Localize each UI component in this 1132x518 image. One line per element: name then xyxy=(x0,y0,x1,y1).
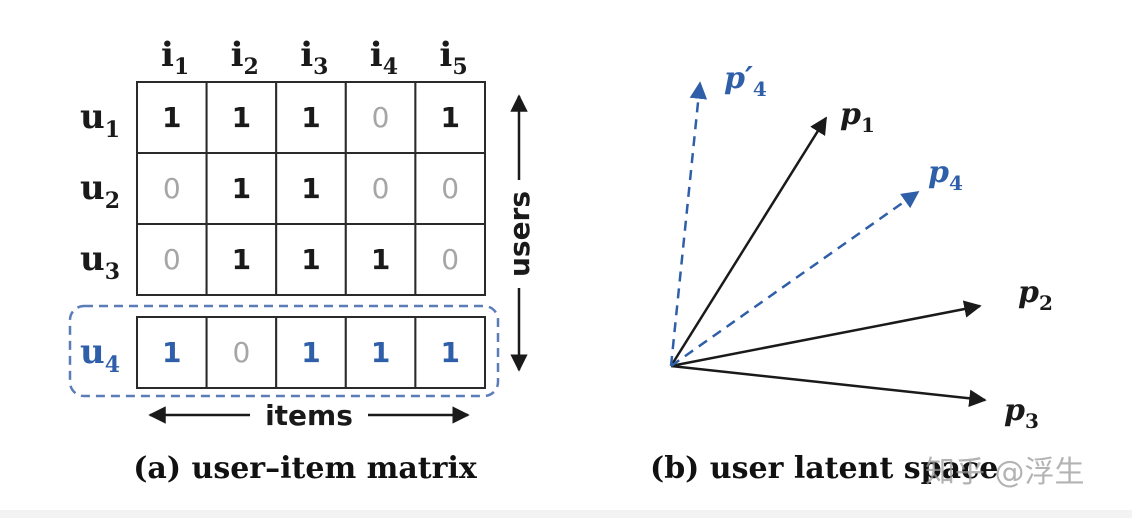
matrix-cell-value: 0 xyxy=(372,101,390,134)
matrix-cell-value: 1 xyxy=(301,172,320,205)
matrix-cell-value: 1 xyxy=(301,243,320,276)
caption-a: (a) user–item matrix xyxy=(133,451,478,486)
column-header: i5 xyxy=(439,35,467,80)
row-header-sub: 3 xyxy=(105,259,120,285)
column-header: i2 xyxy=(231,35,259,80)
matrix-cells: 1 1 1 0 1 0 1 1 0 0 0 1 1 1 0 1 0 1 1 1 xyxy=(136,81,486,389)
row-header-base: u xyxy=(80,239,105,279)
column-header-sub: 5 xyxy=(452,54,467,80)
column-header-sub: 4 xyxy=(383,54,398,80)
row-header-sub: 1 xyxy=(105,117,120,143)
matrix-cell-value: 1 xyxy=(162,336,181,369)
row-header: u4 xyxy=(80,332,120,378)
column-header-base: i xyxy=(439,35,452,75)
latent-vectors xyxy=(669,81,987,408)
row-header-base: u xyxy=(80,332,105,372)
vector-p1-arrow xyxy=(669,116,828,367)
matrix-cell xyxy=(275,316,347,389)
matrix-cell-value: 1 xyxy=(440,336,459,369)
matrix-cell-value: 0 xyxy=(163,243,181,276)
vector-p3-label: p3 xyxy=(1004,393,1039,433)
vector-p4-label: p4 xyxy=(928,155,963,195)
vector-p3-arrow xyxy=(670,364,987,408)
matrix-cell-value: 1 xyxy=(371,336,390,369)
row-header-base: u xyxy=(80,168,105,208)
matrix-cell-value: 1 xyxy=(232,243,251,276)
matrix-cell-value: 1 xyxy=(301,336,320,369)
matrix-cell-value: 0 xyxy=(372,172,390,205)
row-header-sub: 4 xyxy=(105,352,120,378)
matrix-cell xyxy=(136,316,208,389)
matrix-cell-value: 0 xyxy=(441,243,459,276)
column-header: i4 xyxy=(370,35,398,80)
users-axis-label: users xyxy=(503,191,536,277)
column-header-sub: 1 xyxy=(174,54,189,80)
row-header-base: u xyxy=(80,97,105,137)
matrix-cell xyxy=(205,223,278,296)
matrix-cell-value: 1 xyxy=(301,101,320,134)
column-header: i3 xyxy=(300,35,328,80)
items-axis-label: items xyxy=(265,399,353,432)
column-header-base: i xyxy=(231,35,244,75)
column-header-base: i xyxy=(370,35,383,75)
matrix-cell xyxy=(136,81,208,154)
latent-vector-labels: p1 p2 p3 p4 p′4 xyxy=(724,61,1053,433)
vector-p2-arrow xyxy=(670,300,982,368)
matrix-cell xyxy=(414,223,486,296)
matrix-cell xyxy=(344,223,417,296)
row-header-sub: 2 xyxy=(105,188,120,214)
highlight-row-box xyxy=(68,304,500,398)
row-header: u1 xyxy=(80,97,120,143)
vector-p4prime-arrow xyxy=(669,81,708,367)
column-header-sub: 3 xyxy=(313,54,328,80)
matrix-cell xyxy=(344,316,417,389)
row-header: u2 xyxy=(80,168,120,214)
matrix-cell xyxy=(414,152,486,225)
matrix-cell-value: 1 xyxy=(440,101,459,134)
column-header-sub: 2 xyxy=(244,54,259,80)
vector-p4prime-label: p′4 xyxy=(724,61,767,101)
user-latent-space-panel: p1 p2 p3 p4 p′4 (b) user latent space xyxy=(650,61,1053,486)
row-header: u3 xyxy=(80,239,120,285)
matrix-cell-value: 0 xyxy=(163,172,181,205)
matrix-cell xyxy=(275,223,347,296)
bottom-strip xyxy=(0,510,1132,518)
matrix-cell-value: 1 xyxy=(232,172,251,205)
column-header-base: i xyxy=(300,35,313,75)
matrix-cell xyxy=(136,152,208,225)
matrix-cell xyxy=(205,316,278,389)
matrix-cell-value: 0 xyxy=(441,172,459,205)
vector-p4-arrow xyxy=(670,190,920,368)
vector-p2-label: p2 xyxy=(1018,275,1053,315)
watermark: 知乎 @浮生 xyxy=(925,455,1085,490)
matrix-cell-value: 1 xyxy=(162,101,181,134)
caption-b: (b) user latent space xyxy=(650,451,998,486)
column-header: i1 xyxy=(161,35,189,80)
matrix-cell-value: 1 xyxy=(371,243,390,276)
matrix-cell xyxy=(414,316,486,389)
matrix-cell-value: 0 xyxy=(232,336,250,369)
column-header-base: i xyxy=(161,35,174,75)
matrix-cell xyxy=(205,81,278,154)
vector-p1-label: p1 xyxy=(840,97,875,137)
matrix-cell-value: 1 xyxy=(232,101,251,134)
matrix-cell xyxy=(275,152,347,225)
